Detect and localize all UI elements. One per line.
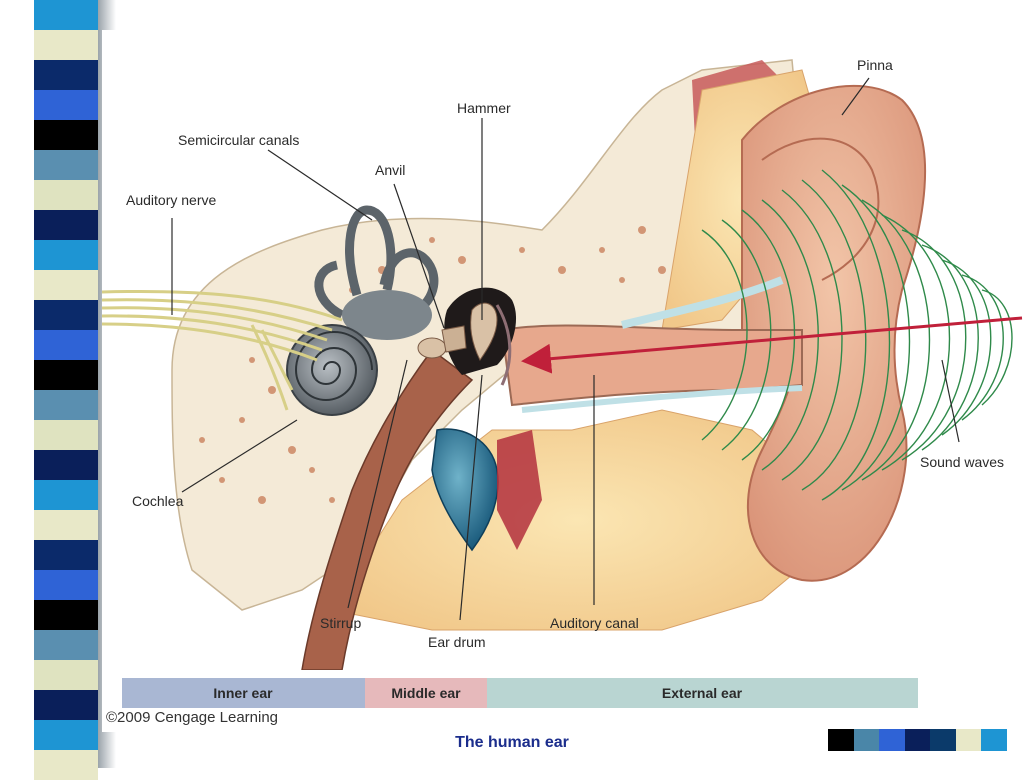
stripe-segment bbox=[34, 90, 98, 120]
stripe-segment bbox=[34, 630, 98, 660]
eustachian-tube bbox=[431, 428, 499, 552]
stripe-segment bbox=[34, 120, 98, 150]
stripe-segment bbox=[34, 60, 98, 90]
stripe-segment bbox=[34, 570, 98, 600]
pharyngeal-tube bbox=[301, 348, 474, 670]
stripe-segment bbox=[34, 240, 98, 270]
corner-square bbox=[879, 729, 905, 751]
stripe-segment bbox=[34, 510, 98, 540]
label-middle-ear: Middle ear bbox=[391, 685, 461, 701]
stripe-segment bbox=[34, 420, 98, 450]
corner-square bbox=[904, 729, 931, 751]
stripe-segment bbox=[34, 0, 98, 30]
stripe-segment bbox=[34, 360, 98, 390]
stripe-segment bbox=[34, 480, 98, 510]
stripe-segment bbox=[34, 300, 98, 330]
corner-square bbox=[930, 729, 956, 751]
stripe-segment bbox=[34, 720, 98, 750]
label-auditory-nerve: Auditory nerve bbox=[126, 192, 216, 208]
label-external-ear: External ear bbox=[662, 685, 743, 701]
sound-wave-arcs bbox=[701, 169, 1013, 501]
stripe-segment bbox=[34, 750, 98, 780]
decorative-stripe-bar bbox=[34, 0, 98, 780]
label-pinna: Pinna bbox=[857, 57, 893, 73]
label-semicircular-canals: Semicircular canals bbox=[178, 132, 299, 148]
label-hammer: Hammer bbox=[457, 100, 511, 116]
copyright-notice: ©2009 Cengage Learning bbox=[106, 709, 279, 726]
label-auditory-canal: Auditory canal bbox=[550, 615, 639, 631]
ear-region-band: Inner ear Middle ear External ear bbox=[122, 678, 918, 708]
stripe-segment bbox=[34, 150, 98, 180]
vestibule bbox=[342, 290, 432, 340]
red-tissue bbox=[497, 430, 542, 550]
ear-diagram-panel: Pinna Hammer Semicircular canals Anvil A… bbox=[102, 30, 1024, 732]
stripe-segment bbox=[34, 210, 98, 240]
stripe-segment bbox=[34, 330, 98, 360]
ear-drum-membrane bbox=[495, 304, 512, 386]
stripe-segment bbox=[34, 690, 98, 720]
middle-ear-band bbox=[365, 678, 487, 708]
corner-square bbox=[853, 729, 880, 751]
stripe-segment bbox=[34, 450, 98, 480]
label-anvil: Anvil bbox=[375, 162, 405, 178]
stirrup-bone bbox=[417, 337, 447, 359]
inner-ear-band bbox=[122, 678, 365, 708]
bone-speckles bbox=[199, 226, 685, 504]
anvil-bone bbox=[441, 325, 467, 353]
auditory-nerve-fibers bbox=[102, 289, 343, 411]
stripe-segment bbox=[34, 660, 98, 690]
external-ear-band bbox=[487, 678, 918, 708]
label-sound-waves: Sound waves bbox=[920, 454, 1004, 470]
stripe-segment bbox=[34, 540, 98, 570]
ear-diagram: Pinna Hammer Semicircular canals Anvil A… bbox=[102, 57, 1023, 708]
stripe-segment bbox=[34, 600, 98, 630]
label-cochlea: Cochlea bbox=[132, 493, 184, 509]
sound-direction-arrow bbox=[521, 316, 1023, 374]
auditory-canal-shape bbox=[500, 324, 803, 407]
stripe-segment bbox=[34, 390, 98, 420]
label-stirrup: Stirrup bbox=[320, 615, 361, 631]
label-ear-drum: Ear drum bbox=[428, 634, 486, 650]
hammer-bone bbox=[470, 302, 498, 361]
slide-title: The human ear bbox=[455, 734, 569, 751]
stripe-segment bbox=[34, 180, 98, 210]
label-inner-ear: Inner ear bbox=[213, 685, 273, 701]
stripe-segment bbox=[34, 270, 98, 300]
corner-square bbox=[828, 729, 854, 751]
corner-square bbox=[981, 729, 1007, 751]
stripe-segment bbox=[34, 30, 98, 60]
canal-lining bbox=[521, 385, 803, 413]
corner-square bbox=[955, 729, 982, 751]
cochlea-shape bbox=[286, 324, 378, 416]
pinna-inner-fold bbox=[761, 137, 880, 281]
leader-lines bbox=[171, 77, 960, 621]
decorative-corner-squares bbox=[828, 729, 1008, 751]
